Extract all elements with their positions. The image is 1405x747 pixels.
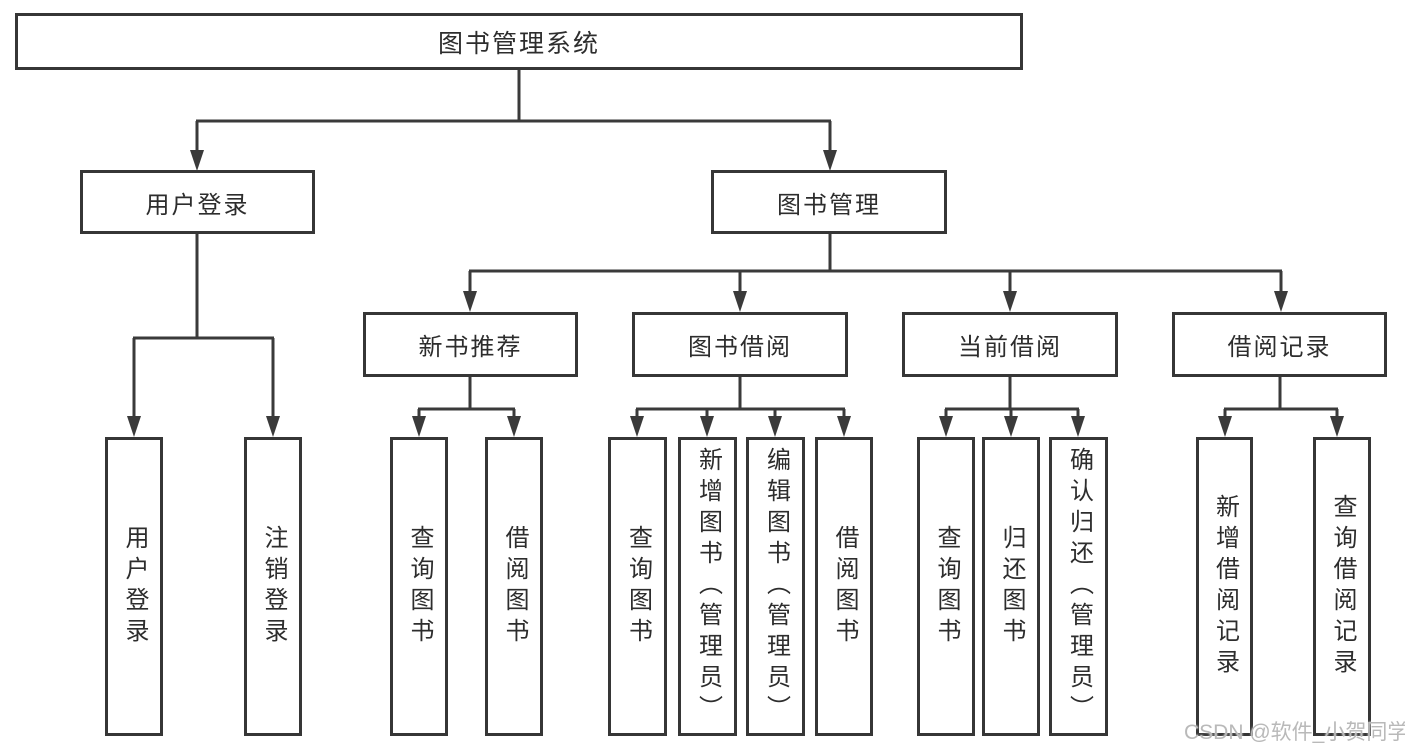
connector-borrow-records-split — [1223, 377, 1339, 419]
leaf-label: 新增图书（管理员） — [694, 447, 722, 726]
leaf-add-borrow-record: 新增借阅记录 — [1196, 437, 1253, 736]
leaf-add-books-admin: 新增图书（管理员） — [678, 437, 737, 736]
node-label: 图书借阅 — [688, 334, 792, 361]
leaf-newbook-borrow-books: 借阅图书 — [485, 437, 543, 736]
node-root: 图书管理系统 — [15, 13, 1023, 70]
leaf-label: 查询借阅记录 — [1329, 493, 1356, 680]
leaf-label: 查询图书 — [406, 524, 433, 649]
node-label: 用户登录 — [145, 191, 250, 219]
leaf-label: 借阅图书 — [501, 524, 528, 649]
node-borrowing-records: 借阅记录 — [1172, 312, 1387, 377]
leaf-newbook-query-books: 查询图书 — [390, 437, 448, 736]
node-current-borrowing: 当前借阅 — [902, 312, 1118, 377]
node-label: 借阅记录 — [1227, 334, 1332, 361]
node-book-borrowing: 图书借阅 — [632, 312, 848, 377]
leaf-label: 查询图书 — [624, 524, 652, 649]
node-label: 图书管理 — [777, 191, 881, 219]
leaf-label: 确认归还（管理员） — [1065, 447, 1093, 726]
leaf-borrow-books: 借阅图书 — [815, 437, 873, 736]
leaf-label: 查询图书 — [933, 524, 960, 649]
leaf-borrow-query-books: 查询图书 — [608, 437, 667, 736]
connector-new-book-split — [417, 377, 516, 419]
connector-user-login-split — [132, 234, 275, 418]
node-label: 当前借阅 — [958, 334, 1062, 361]
watermark: CSDN @软件_小贺同学 — [1184, 721, 1405, 744]
leaf-label: 编辑图书（管理员） — [762, 447, 790, 726]
leaf-label: 注销登录 — [260, 524, 287, 649]
leaf-return-books: 归还图书 — [982, 437, 1040, 736]
node-book-management: 图书管理 — [711, 170, 947, 234]
leaf-confirm-return-admin: 确认归还（管理员） — [1049, 437, 1108, 736]
connector-root-to-level2 — [195, 70, 832, 152]
leaf-query-borrow-record: 查询借阅记录 — [1313, 437, 1371, 736]
node-new-book-recommendation: 新书推荐 — [363, 312, 578, 377]
connector-current-borrow-split — [944, 377, 1080, 419]
node-label: 新书推荐 — [418, 334, 523, 361]
leaf-current-query-books: 查询图书 — [917, 437, 975, 736]
arrowheads — [127, 150, 1344, 437]
leaf-logout: 注销登录 — [244, 437, 302, 736]
leaf-label: 用户登录 — [121, 524, 148, 649]
leaf-label: 归还图书 — [998, 524, 1025, 649]
leaf-label: 借阅图书 — [831, 524, 858, 649]
leaf-edit-books-admin: 编辑图书（管理员） — [746, 437, 805, 736]
node-root-label: 图书管理系统 — [437, 29, 600, 58]
leaf-label: 新增借阅记录 — [1211, 493, 1239, 680]
connector-book-management-split — [468, 234, 1283, 293]
leaf-user-login: 用户登录 — [105, 437, 163, 736]
node-user-login-branch: 用户登录 — [80, 170, 315, 234]
connector-book-borrow-split — [635, 377, 846, 419]
